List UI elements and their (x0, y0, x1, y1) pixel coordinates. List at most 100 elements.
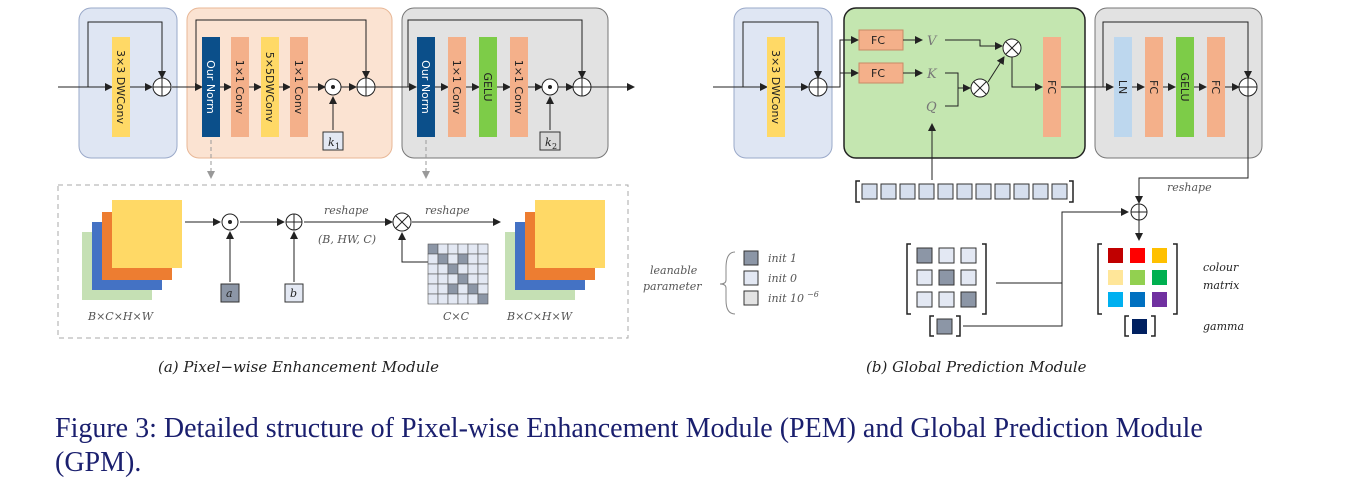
gamma-label: gamma (1203, 320, 1244, 333)
cc-matrix-cell (437, 263, 449, 275)
cc-matrix-cell (477, 293, 489, 305)
pem-reshape-2: reshape (425, 204, 470, 217)
gpm-param-gamma (929, 315, 961, 337)
gpm-fc-out-box (1043, 37, 1061, 137)
gpm-add-1 (808, 77, 828, 97)
param-matrix-cell (916, 291, 933, 308)
cc-matrix-cell (437, 283, 449, 295)
query-token (899, 183, 916, 200)
cc-matrix-cell (457, 283, 469, 295)
cc-matrix-cell (427, 263, 439, 275)
gpm-fc2-box (1145, 37, 1163, 137)
pem-k1-box (322, 131, 344, 151)
param-matrix-cell (916, 247, 933, 264)
pem-reshape-1: reshape (324, 204, 369, 217)
pem-k1-label: k (328, 136, 335, 149)
pem-k2-label: k (545, 136, 552, 149)
pem-gelu-label: GELU (481, 72, 494, 101)
colour-matrix-cell (1130, 248, 1145, 263)
cc-matrix-cell (437, 253, 449, 265)
cc-matrix-cell (477, 253, 489, 265)
colour-matrix-cell (1108, 270, 1123, 285)
query-token (1032, 183, 1049, 200)
cc-matrix-cell (457, 293, 469, 305)
gpm-fc3-box (1207, 37, 1225, 137)
pem-conv5-box (261, 37, 279, 137)
colour-matrix (1097, 243, 1178, 315)
colour-matrix-cell (1152, 248, 1167, 263)
gpm-fc3-label: FC (1209, 80, 1222, 94)
pem-conv3-box (290, 37, 308, 137)
pem-input-dim: B×C×H×W (87, 310, 155, 323)
cc-matrix-cell (447, 243, 459, 255)
pem-norm-label: Our Norm (204, 60, 217, 114)
pem-conv4-label: 1×1 Conv (450, 60, 463, 115)
cc-matrix-cell (457, 253, 469, 265)
param-matrix-cell (916, 269, 933, 286)
param-matrix-cell (938, 269, 955, 286)
cc-matrix-cell (477, 273, 489, 285)
legend-swatch-init1 (743, 250, 759, 266)
colour-matrix-cell (1152, 292, 1167, 307)
query-token (956, 183, 973, 200)
param-a-box (220, 283, 240, 303)
cc-matrix-cell (447, 273, 459, 285)
cc-matrix-cell (427, 293, 439, 305)
legend-init-small-exp: −6 (807, 290, 819, 299)
colour-matrix-cell (1152, 270, 1167, 285)
query-token (975, 183, 992, 200)
legend-init1: init 1 (768, 252, 797, 265)
pem-output-dim: B×C×H×W (506, 310, 574, 323)
gpm-reshape: reshape (1167, 181, 1212, 194)
pem-detail-mul (221, 213, 239, 231)
cc-matrix-cell (427, 283, 439, 295)
colour-matrix-cell (1108, 248, 1123, 263)
cc-matrix-cell (447, 283, 459, 295)
cc-matrix-cell (467, 293, 479, 305)
pem-k2-box (539, 131, 561, 151)
gpm-fc2-label: FC (1147, 80, 1160, 94)
pem-mul-1 (324, 78, 342, 96)
pem-conv6-label: 1×1 Conv (512, 60, 525, 115)
pem-norm-detail-frame (57, 184, 629, 339)
cc-weight-matrix (427, 243, 489, 305)
cc-matrix-cell (477, 283, 489, 295)
pem-input-feature-stack (82, 200, 182, 300)
pem-subcaption: (a) Pixel−wise Enhancement Module (158, 358, 439, 376)
param-b-box (284, 283, 304, 303)
param-matrix-cell (938, 247, 955, 264)
legend-brace (719, 251, 736, 315)
colour-matrix-label-1: colour (1203, 261, 1239, 274)
param-matrix-cell (960, 291, 977, 308)
query-token (937, 183, 954, 200)
cc-matrix-cell (437, 273, 449, 285)
param-matrix-cell (938, 291, 955, 308)
architecture-diagram: 3×3 DWConv Our Norm 1×1 Conv 5×5DWConv 1… (57, 7, 1263, 376)
query-token (994, 183, 1011, 200)
cc-matrix-cell (427, 273, 439, 285)
gpm-dwconv-label: 3×3 DWConv (769, 50, 782, 124)
cc-matrix-cell (447, 253, 459, 265)
cc-matrix-cell (477, 243, 489, 255)
pem-output-feature-stack (505, 200, 605, 300)
gpm-subcaption: (b) Global Prediction Module (866, 358, 1087, 376)
legend-title-1: leanable (650, 264, 698, 277)
gpm-add-2 (1238, 77, 1258, 97)
cc-matrix-cell (457, 273, 469, 285)
gpm-matmul-v (1002, 38, 1022, 58)
gpm-add-3 (1130, 203, 1148, 221)
query-token (1013, 183, 1030, 200)
legend-swatch-init-small (743, 290, 759, 306)
pem-detail-add (285, 213, 303, 231)
cc-matrix-cell (467, 253, 479, 265)
pem-k2-sub: 2 (552, 142, 557, 151)
pem-k1-sub: 1 (335, 142, 340, 151)
cc-matrix-cell (467, 243, 479, 255)
param-matrix-cell (960, 269, 977, 286)
cc-matrix-cell (477, 263, 489, 275)
pem-conv1-box (231, 37, 249, 137)
pem-add-2 (356, 77, 376, 97)
cc-matrix-cell (427, 253, 439, 265)
pem-norm-box (202, 37, 220, 137)
cc-matrix-cell (467, 273, 479, 285)
